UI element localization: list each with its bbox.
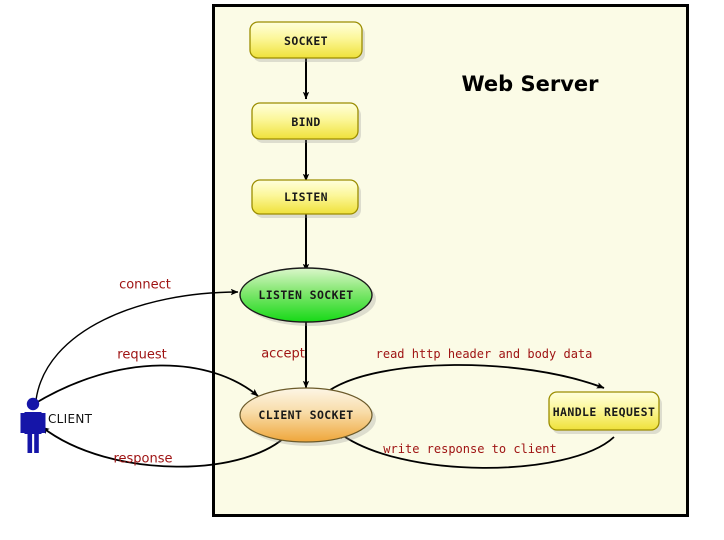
node-client-socket[interactable] [239, 387, 373, 443]
node-handle-request[interactable] [548, 391, 660, 431]
actor-client-icon[interactable] [20, 397, 46, 453]
node-socket[interactable] [249, 21, 363, 59]
edge-write-response [337, 431, 615, 469]
node-listen[interactable] [251, 179, 359, 215]
edge-read-http [329, 364, 605, 391]
node-bind[interactable] [251, 102, 359, 140]
edge-response [41, 426, 291, 468]
node-listen-socket[interactable] [239, 267, 373, 323]
edge-connect [35, 288, 239, 401]
edge-request [33, 364, 259, 405]
